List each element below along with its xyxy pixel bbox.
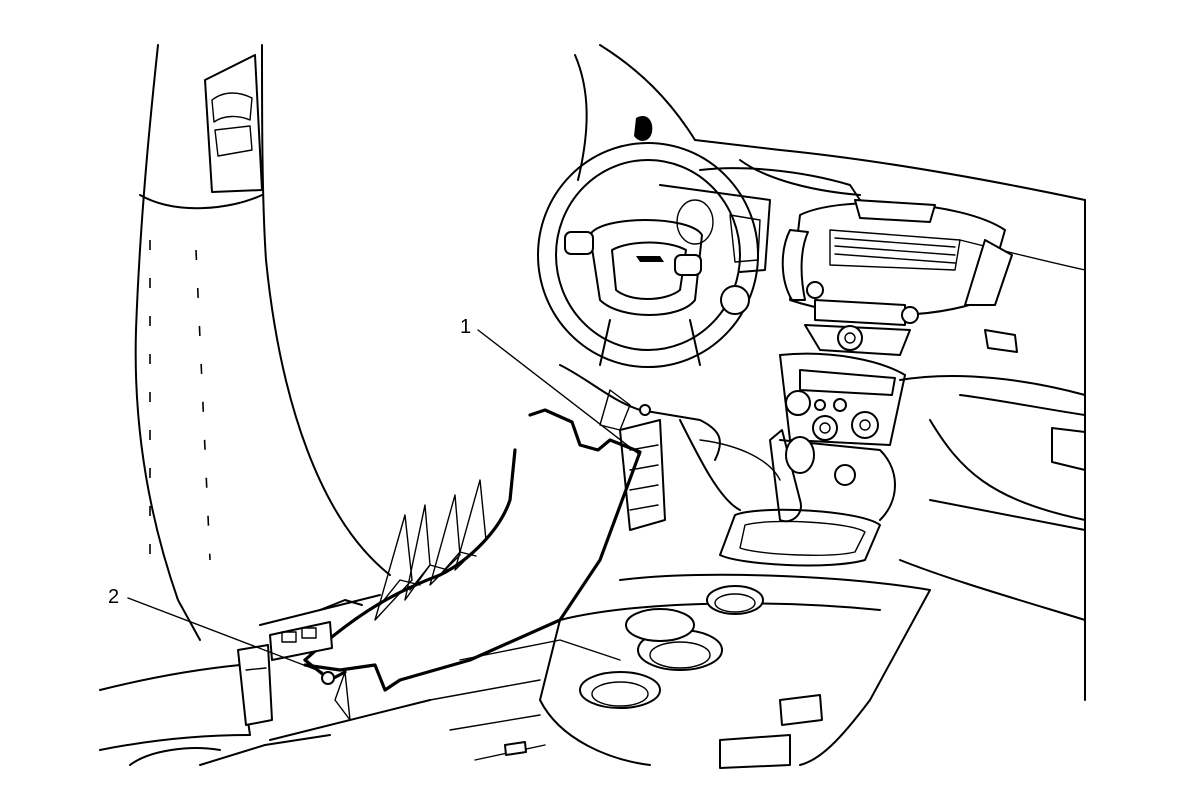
callout-2-label: 2	[108, 586, 119, 608]
center-console	[539, 429, 1086, 769]
retaining-clips	[334, 479, 487, 721]
center-stack	[779, 199, 1013, 446]
air-vents	[829, 229, 961, 271]
door-pillar	[134, 44, 696, 641]
door-sill-panel	[259, 408, 642, 721]
callout-2: 2	[108, 586, 323, 673]
steering-wheel	[537, 142, 759, 368]
callout-1-label: 1	[460, 316, 471, 338]
lower-left-floor	[99, 644, 431, 766]
dashboard	[694, 139, 1086, 701]
callout-1: 1	[460, 316, 641, 456]
instrument-cluster	[659, 184, 771, 273]
